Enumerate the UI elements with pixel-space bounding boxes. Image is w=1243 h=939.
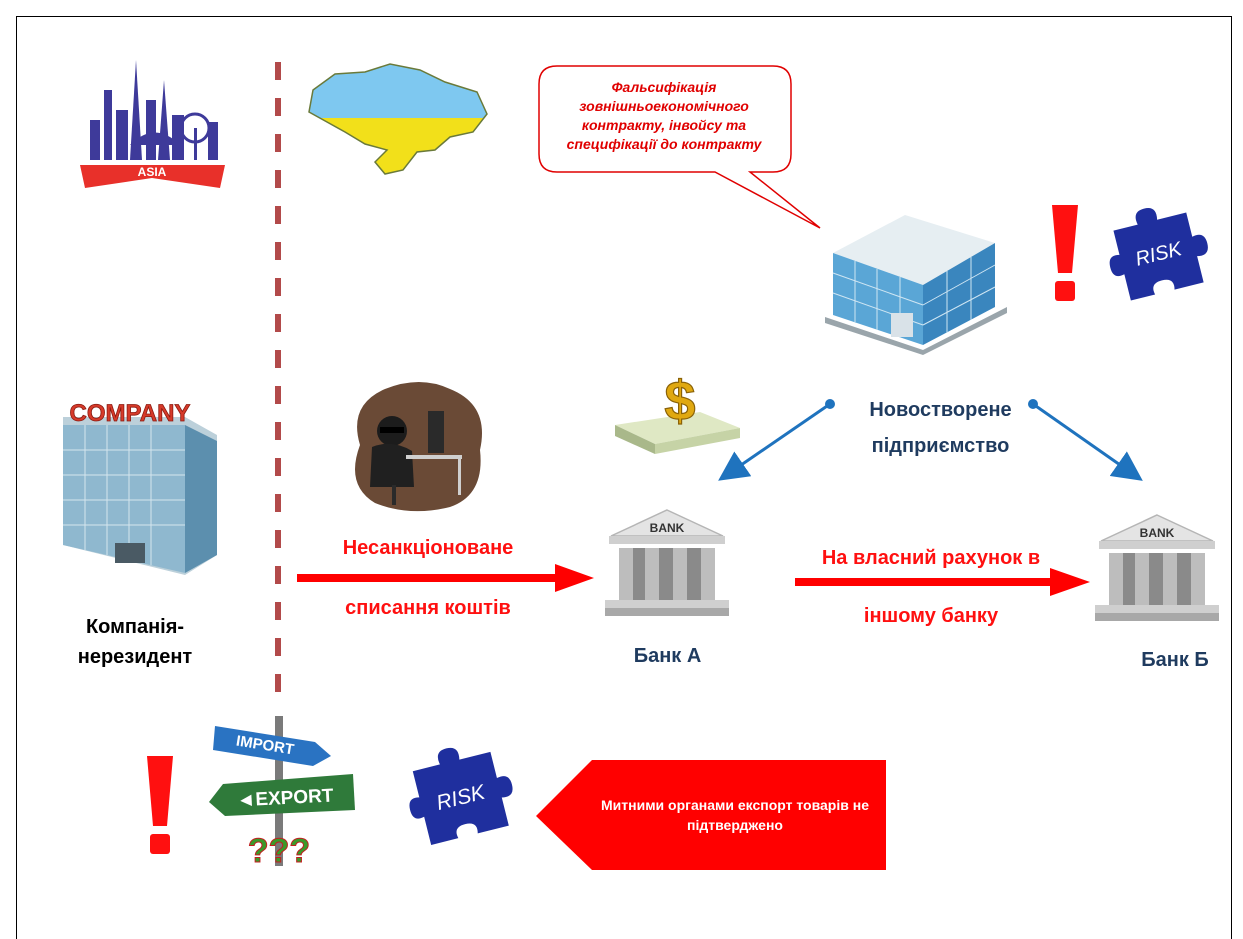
transfer-1-line2: списання коштів [345, 597, 511, 619]
transfer-2-line2: іншому банку [863, 605, 999, 627]
callout-bubble [538, 65, 821, 229]
bank-a-icon: BANK [605, 509, 729, 616]
bank-a-sign-text: BANK [650, 521, 685, 535]
risk-puzzle-bottom-icon: RISK [409, 747, 513, 845]
company-building-icon: COMPANY [63, 400, 217, 575]
arrow-to-bank-a [718, 402, 831, 481]
customs-banner-text: Митними органами експорт товарів не підт… [601, 797, 869, 833]
risk-puzzle-icon: RISK [1109, 208, 1208, 301]
asia-banner-text: ASIA [138, 165, 167, 179]
bottom-exclamation-icon [147, 756, 173, 854]
callout-text: Фальсифікація зовнішньоекономічного конт… [566, 79, 762, 152]
bank-b-sign-text: BANK [1140, 526, 1175, 540]
transfer-arrow-2-head [1050, 568, 1090, 596]
office-building-icon [825, 215, 1007, 355]
transfer-1-line1: Несанкціоноване [342, 537, 514, 559]
asia-skyline-icon: ASIA [80, 60, 225, 188]
customs-banner [536, 760, 886, 870]
diagram-frame [16, 16, 1232, 939]
import-export-signpost-icon: IMPORT ◄EXPORT ??? [209, 716, 355, 871]
new-enterprise-label: Новостворене підприємство [869, 399, 1012, 457]
transfer-2-line1: На власний рахунок в [821, 547, 1041, 569]
export-sign-text: ◄EXPORT [236, 785, 334, 811]
company-label: Компанія-нерезидент [77, 616, 193, 668]
hacker-icon [355, 382, 482, 512]
arrow-to-bank-b [1032, 402, 1143, 481]
ukraine-map-icon [308, 63, 488, 175]
dollar-sign-text: $ [664, 370, 695, 432]
bank-a-label: Банк А [633, 645, 702, 667]
money-icon: $ [615, 370, 740, 454]
question-marks-text: ??? [248, 832, 310, 870]
warning-exclamation-icon [1052, 205, 1078, 301]
bank-b-icon: BANK [1095, 514, 1219, 621]
transfer-arrow-1-head [555, 564, 594, 592]
bank-b-label: Банк Б [1141, 649, 1209, 671]
company-sign-text: COMPANY [70, 400, 191, 427]
